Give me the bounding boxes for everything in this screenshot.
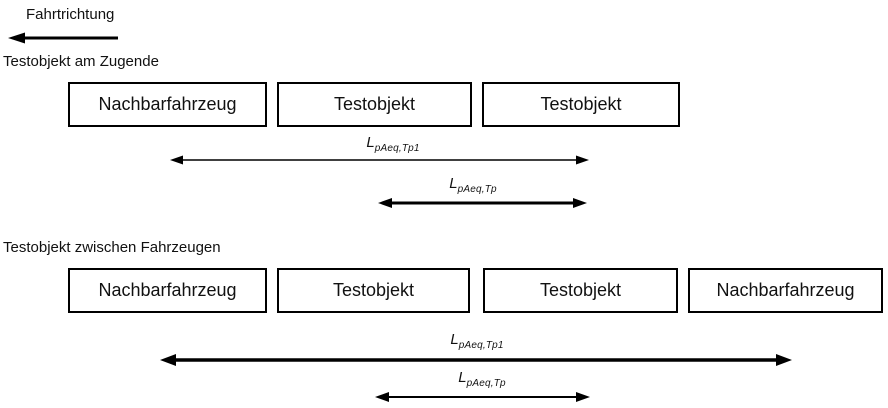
dimension-arrow-icon	[375, 392, 590, 402]
dimension-label: LpAeq,Tp1	[323, 134, 463, 154]
dimension-label: LpAeq,Tp1	[407, 331, 547, 351]
dimension-label-symbol: L	[458, 369, 467, 386]
vehicle-box: Testobjekt	[482, 82, 680, 127]
vehicle-box: Testobjekt	[277, 268, 470, 313]
dimension-label-symbol: L	[366, 134, 375, 151]
vehicle-box: Testobjekt	[277, 82, 472, 127]
dimension-label-subscript: pAeq,Tp1	[458, 340, 504, 351]
vehicle-box: Nachbarfahrzeug	[688, 268, 883, 313]
dimension-label-subscript: pAeq,Tp1	[374, 143, 420, 154]
dimension-arrow-icon	[378, 198, 587, 208]
vehicle-box: Testobjekt	[483, 268, 678, 313]
dimension-label-subscript: pAeq,Tp	[457, 184, 497, 195]
section1-heading: Testobjekt am Zugende	[3, 53, 159, 70]
dimension-label: LpAeq,Tp	[403, 175, 543, 195]
dimension-label: LpAeq,Tp	[412, 369, 552, 389]
dimension-arrow-icon	[170, 155, 589, 165]
dimension-arrow-icon	[160, 354, 792, 366]
dimension-label-symbol: L	[450, 331, 459, 348]
vehicle-box: Nachbarfahrzeug	[68, 82, 267, 127]
section2-heading: Testobjekt zwischen Fahrzeugen	[3, 239, 221, 256]
dimension-label-symbol: L	[449, 175, 458, 192]
direction-label: Fahrtrichtung	[26, 6, 115, 23]
vehicle-box: Nachbarfahrzeug	[68, 268, 267, 313]
dimension-label-subscript: pAeq,Tp	[466, 378, 506, 389]
direction-arrow-left-icon	[8, 32, 118, 44]
